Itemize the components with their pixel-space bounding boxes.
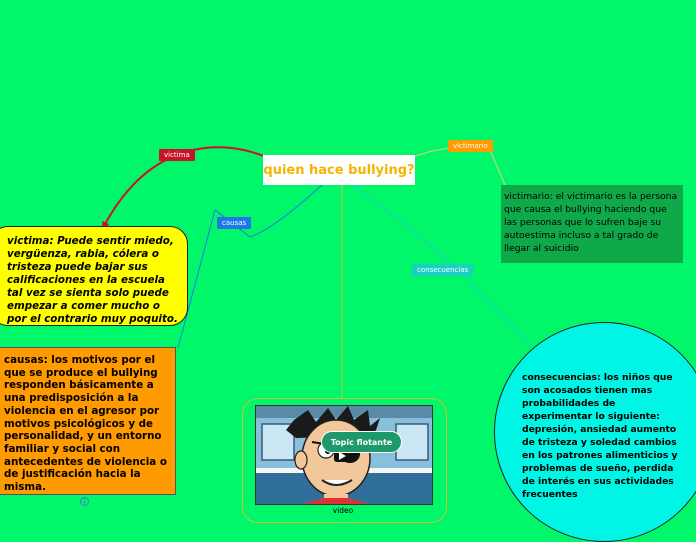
consecuencias-link xyxy=(351,184,531,346)
branch-consecuencias-label: consecuencias xyxy=(417,266,469,274)
floating-topic[interactable]: Topic flotante xyxy=(321,431,402,453)
branch-victima[interactable]: victima xyxy=(159,149,195,161)
causas-link xyxy=(177,184,323,349)
play-button[interactable] xyxy=(334,450,350,462)
causas-node[interactable]: causas: los motivos por el que se produc… xyxy=(0,347,176,495)
victimario-node[interactable]: victimario: el victimario es la persona … xyxy=(501,185,683,263)
floating-topic-label: Topic flotante xyxy=(330,437,393,447)
consecuencias-node[interactable]: consecuencias: los niños que son acosado… xyxy=(494,322,696,542)
branch-victima-label: victima xyxy=(164,151,190,159)
victima-node-text: victima: Puede sentir miedo, vergüenza, … xyxy=(7,235,178,325)
play-icon xyxy=(339,452,346,460)
consecuencias-node-text: consecuencias: los niños que son acosado… xyxy=(522,372,678,500)
cartoon-thumbnail-image xyxy=(256,406,432,504)
branch-causas[interactable]: causas xyxy=(217,217,252,229)
video-thumbnail[interactable] xyxy=(255,405,433,505)
video-label-text: video xyxy=(332,506,354,515)
causas-node-text: causas: los motivos por el que se produc… xyxy=(4,354,167,494)
consecuencias-node-body: consecuencias: los niños que son acosado… xyxy=(522,371,682,501)
video-label[interactable]: video xyxy=(320,506,366,515)
central-topic[interactable]: quien hace bullying? xyxy=(263,155,415,185)
branch-victimario[interactable]: victimario xyxy=(448,140,493,152)
central-topic-label: quien hace bullying? xyxy=(263,162,415,178)
victimario-link xyxy=(404,147,506,186)
victima-node[interactable]: victima: Puede sentir miedo, vergüenza, … xyxy=(0,226,188,326)
branch-consecuencias[interactable]: consecuencias xyxy=(412,264,474,276)
branch-victimario-label: victimario xyxy=(453,142,488,150)
victimario-node-text: victimario: el victimario es la persona … xyxy=(504,191,678,254)
branch-causas-label: causas xyxy=(222,219,247,227)
count-badge-text: 1 xyxy=(82,498,87,505)
count-badge-icon[interactable]: 1 xyxy=(80,497,89,506)
